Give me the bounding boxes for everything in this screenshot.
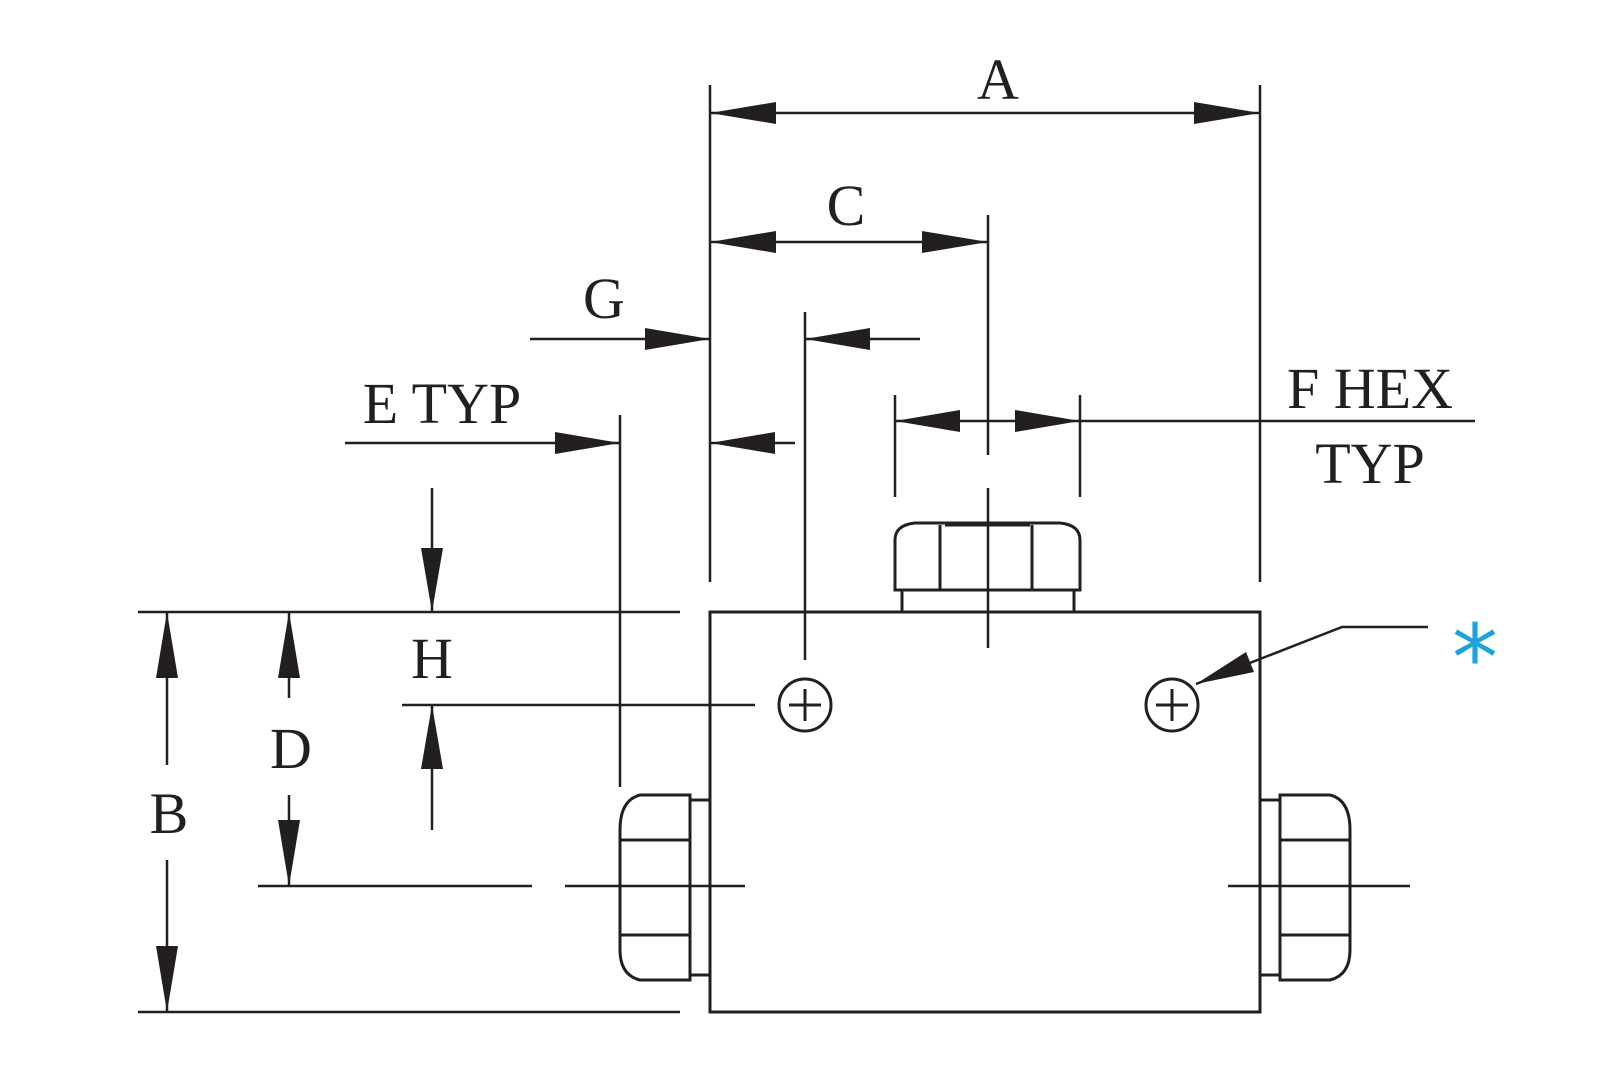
mounting-hole-right xyxy=(1144,677,1200,733)
mounting-hole-left xyxy=(777,677,833,733)
label-f-hex: F HEX xyxy=(1287,356,1453,421)
asterisk-note-mark: * xyxy=(1452,605,1498,712)
label-d: D xyxy=(270,716,312,781)
label-a: A xyxy=(977,47,1019,112)
label-e-typ: E TYP xyxy=(363,371,521,436)
label-b: B xyxy=(150,781,189,846)
dimension-d xyxy=(278,612,300,886)
extension-lines xyxy=(138,85,1262,1014)
dimension-h xyxy=(421,488,443,830)
dimension-b xyxy=(156,612,178,1012)
dimension-a xyxy=(710,102,1260,124)
dimension-c xyxy=(710,231,988,253)
label-h: H xyxy=(411,626,453,691)
asterisk-leader xyxy=(1195,625,1428,686)
label-g: G xyxy=(583,266,625,331)
dimension-e xyxy=(345,432,795,454)
left-hex-fitting xyxy=(618,793,712,982)
dimension-f-hex xyxy=(895,410,1475,432)
dimension-g xyxy=(530,328,920,350)
right-hex-fitting xyxy=(1258,793,1352,982)
block-body xyxy=(708,610,1262,1014)
label-c: C xyxy=(827,173,866,238)
top-hex-fitting xyxy=(893,521,1110,614)
label-f-typ: TYP xyxy=(1315,431,1425,496)
